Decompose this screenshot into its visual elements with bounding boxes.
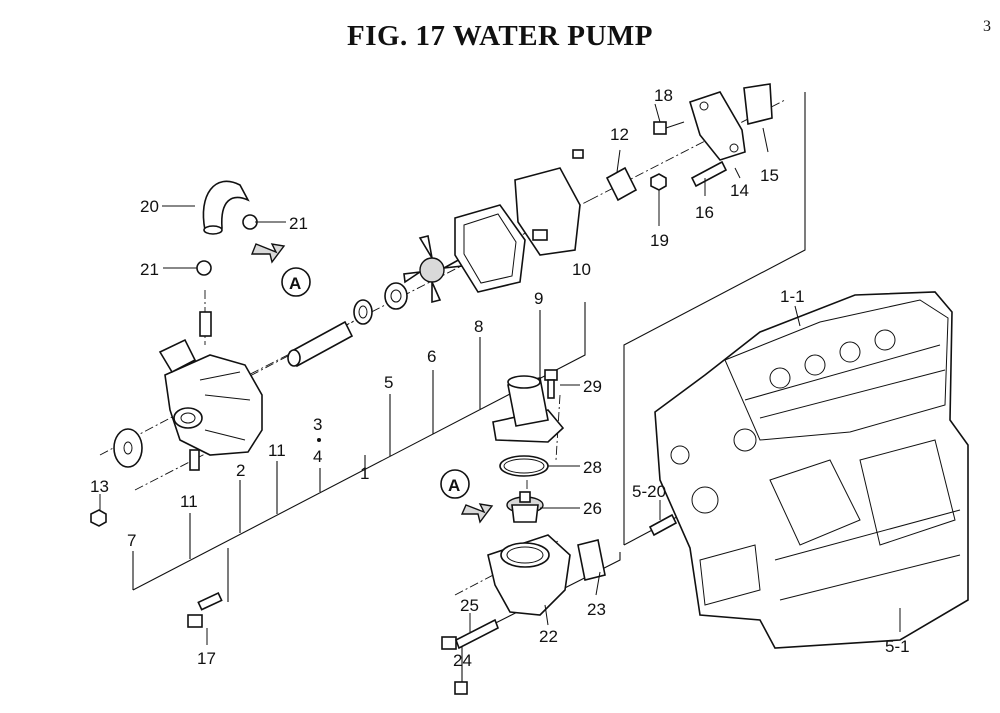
stud-part <box>690 160 728 188</box>
impeller-part <box>403 235 463 304</box>
label-18: 18 <box>654 86 673 105</box>
reference-a-label: A <box>448 476 460 495</box>
label-21-upper: 21 <box>289 214 308 233</box>
label-11-upper: 11 <box>268 441 286 460</box>
label-12: 12 <box>610 125 629 144</box>
cover-bolt-part <box>572 149 584 159</box>
hose-clip-part <box>196 214 258 276</box>
outlet-flange-part <box>689 91 746 161</box>
label-4: 4 <box>313 447 322 466</box>
label-21-lower: 21 <box>140 260 159 279</box>
nut-part <box>90 509 107 527</box>
label-16: 16 <box>695 203 714 222</box>
label-7: 7 <box>127 531 136 550</box>
thermostat-housing-part <box>487 534 571 616</box>
engine-block-part <box>654 291 969 649</box>
flange-nut-part <box>650 173 667 191</box>
separator-dot <box>317 438 321 442</box>
label-23: 23 <box>587 600 606 619</box>
gasket-part <box>454 204 526 293</box>
label-17: 17 <box>197 649 216 668</box>
label-5: 5 <box>384 373 393 392</box>
label-29: 29 <box>583 377 602 396</box>
bolt-part <box>187 592 223 628</box>
label-28: 28 <box>583 458 602 477</box>
label-11-lower: 11 <box>180 492 198 511</box>
label-5-1: 5-1 <box>885 637 910 656</box>
label-1: 1 <box>360 464 369 483</box>
leader-lines <box>99 103 901 680</box>
seal-part <box>384 282 408 310</box>
label-5-20: 5-20 <box>632 482 666 501</box>
label-25: 25 <box>460 596 479 615</box>
housing-bolt-part <box>441 618 499 650</box>
assembly-brackets <box>132 92 806 690</box>
label-20: 20 <box>140 197 159 216</box>
label-24: 24 <box>453 651 472 670</box>
outlet-gasket-part <box>605 83 773 202</box>
reference-a-label: A <box>289 274 301 293</box>
housing-gasket-part <box>577 539 606 581</box>
label-1-1: 1-1 <box>780 287 805 306</box>
label-10: 10 <box>572 260 591 279</box>
reference-arrow-a-lower: A <box>440 469 494 524</box>
shaft-bearing-part <box>287 299 373 368</box>
label-19: 19 <box>650 231 669 250</box>
label-3: 3 <box>313 415 322 434</box>
housing-small-bolt-part <box>454 681 468 695</box>
o-ring-part <box>499 455 549 477</box>
water-pump-body-part <box>158 311 263 471</box>
flange-bolt-part <box>653 121 685 135</box>
label-9: 9 <box>534 289 543 308</box>
pulley-flange-part <box>113 428 143 468</box>
pump-cover-part <box>514 167 581 256</box>
page-mark: 3 <box>983 18 991 35</box>
thermostat-part <box>506 491 544 523</box>
label-2: 2 <box>236 461 245 480</box>
thermostat-cover-part <box>492 375 565 443</box>
label-22: 22 <box>539 627 558 646</box>
label-15: 15 <box>760 166 779 185</box>
part-labels: 1 1-1 2 3 4 5 5-1 5-20 6 7 8 9 10 11 11 … <box>90 86 910 670</box>
label-8: 8 <box>474 317 483 336</box>
figure-title: FIG. 17 WATER PUMP <box>347 20 653 52</box>
reference-arrow-a-upper: A <box>250 243 311 297</box>
cover-bolt-small-part <box>544 369 558 399</box>
engine-stud-part <box>648 513 678 537</box>
label-13: 13 <box>90 477 109 496</box>
hose-part <box>202 180 250 235</box>
label-6: 6 <box>427 347 436 366</box>
label-26: 26 <box>583 499 602 518</box>
label-14: 14 <box>730 181 749 200</box>
